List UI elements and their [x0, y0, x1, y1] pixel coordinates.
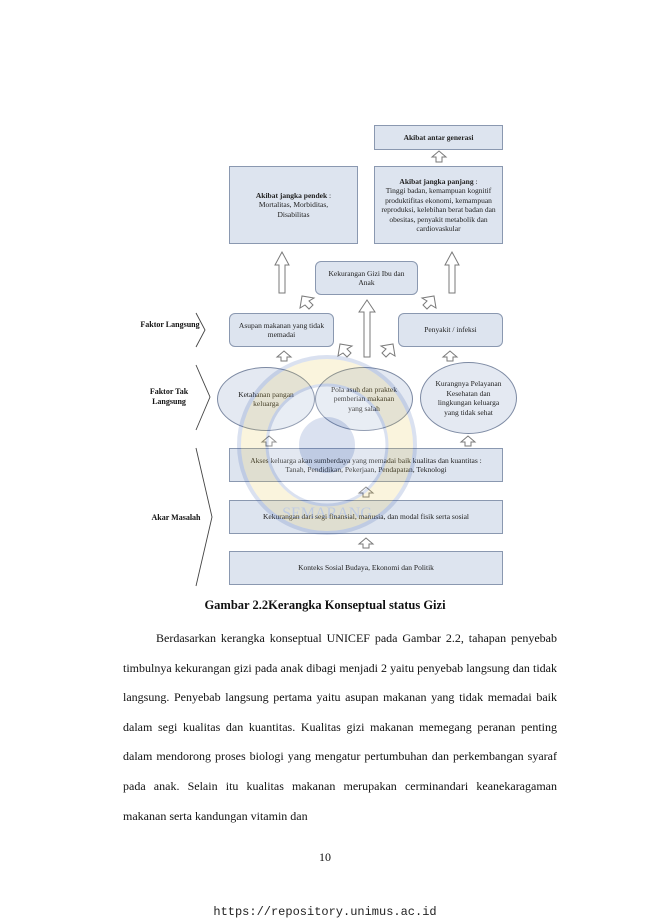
arrow-up-center — [358, 299, 376, 358]
arrow-diag-right-mid — [379, 343, 396, 358]
arrow-up-food — [260, 435, 278, 447]
disease-box: Penyakit / infeksi — [398, 313, 503, 347]
body-paragraph: Berdasarkan kerangka konseptual UNICEF p… — [123, 631, 557, 823]
resource-lack-box: Kekurangan dari segi finansial, manusia,… — [229, 500, 503, 534]
arrow-up-lack — [357, 537, 375, 549]
label-direct: Faktor Langsung — [140, 320, 200, 329]
long-term-body: Tinggi badan, kemampuan kognitif produkt… — [381, 186, 496, 233]
food-security-oval: Ketahanan pangan keluarga — [217, 367, 315, 431]
long-term-box: Akibat jangka panjang : Tinggi badan, ke… — [374, 166, 503, 244]
resource-access-label: Akses keluarga akan sumberdaya yang mema… — [250, 455, 482, 475]
arrow-up-long-term — [444, 250, 460, 294]
health-services-oval: Kurangnya Pelayanan Kesehatan dan lingku… — [420, 362, 517, 434]
food-security-label: Ketahanan pangan keluarga — [230, 390, 302, 409]
health-services-label: Kurangnya Pelayanan Kesehatan dan lingku… — [435, 379, 502, 417]
bracket-root — [195, 447, 213, 587]
intake-label: Asupan makanan yang tidak memadai — [238, 320, 325, 340]
arrow-diag-right-top — [420, 295, 437, 310]
bracket-direct — [195, 312, 206, 348]
context-label: Konteks Sosial Budaya, Ekonomi dan Polit… — [298, 563, 434, 573]
malnutrition-box: Kekurangan Gizi Ibu dan Anak — [315, 261, 418, 295]
label-root: Akar Masalah — [151, 513, 201, 522]
figure-caption: Gambar 2.2Kerangka Konseptual status Giz… — [204, 598, 446, 612]
label-indirect: Faktor Tak Langsung — [149, 387, 189, 406]
malnutrition-label: Kekurangan Gizi Ibu dan Anak — [328, 268, 405, 288]
short-term-title: Akibat jangka pendek — [255, 190, 328, 200]
footer-url[interactable]: https://repository.unimus.ac.id — [213, 905, 437, 919]
feeding-practice-oval: Pola asuh dan praktek pemberian makanan … — [315, 367, 413, 431]
resource-lack-label: Kekurangan dari segi finansial, manusia,… — [263, 512, 469, 522]
intake-box: Asupan makanan yang tidak memadai — [229, 313, 334, 347]
arrow-up-disease — [441, 350, 459, 362]
intergen-box: Akibat antar generasi — [374, 125, 503, 150]
page-number: 10 — [319, 850, 331, 864]
long-term-title: Akibat jangka panjang — [399, 176, 474, 186]
watermark-text: SEMARANG — [282, 505, 372, 522]
context-box: Konteks Sosial Budaya, Ekonomi dan Polit… — [229, 551, 503, 585]
bracket-indirect — [195, 364, 211, 431]
feeding-practice-label: Pola asuh dan praktek pemberian makanan … — [328, 385, 400, 414]
arrow-up-intake — [275, 350, 293, 362]
arrow-diag-left-mid — [337, 343, 354, 358]
intergen-label: Akibat antar generasi — [403, 132, 474, 142]
arrow-diag-left-top — [299, 295, 316, 310]
university-seal-watermark: SEMARANG — [237, 355, 417, 535]
arrow-up-access — [357, 486, 375, 498]
short-term-box: Akibat jangka pendek : Mortalitas, Morbi… — [229, 166, 358, 244]
arrow-up-short-term — [274, 250, 290, 294]
disease-label: Penyakit / infeksi — [424, 325, 477, 335]
arrow-up-health — [459, 435, 477, 447]
arrow-up-intergen — [430, 150, 448, 163]
resource-access-box: Akses keluarga akan sumberdaya yang mema… — [229, 448, 503, 482]
short-term-body: Mortalitas, Morbiditas, Disabilitas — [258, 200, 329, 219]
